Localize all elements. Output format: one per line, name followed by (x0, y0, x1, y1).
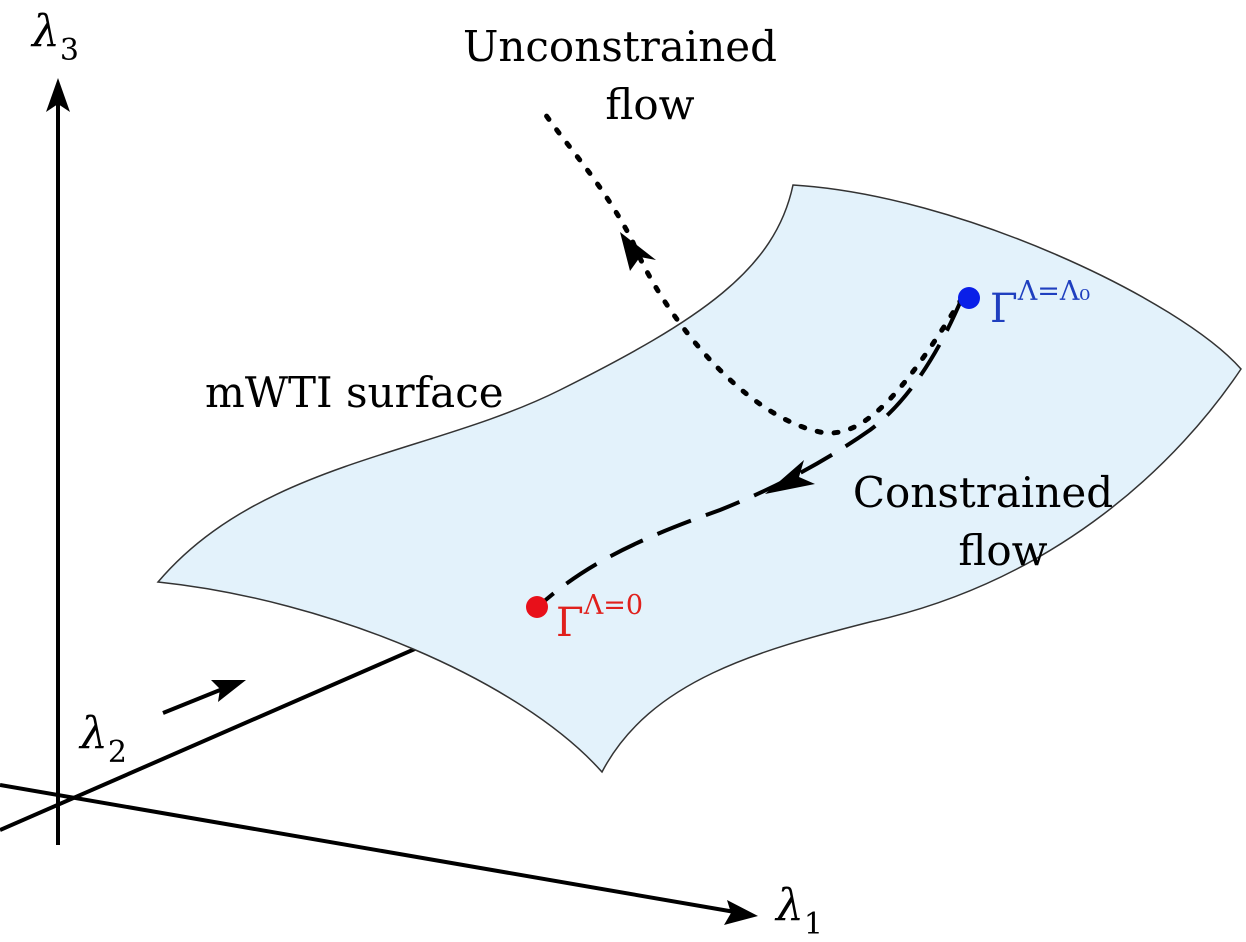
lambda3-arrowhead (46, 78, 70, 112)
lambda3-symbol: λ (32, 6, 60, 57)
unconstrained-flow-arrowhead (620, 232, 656, 271)
end-point-label: ΓΛ=0 (556, 592, 643, 643)
lambda1-axis (0, 783, 736, 914)
mwti-surface (156, 184, 1242, 774)
end-point-marker (526, 596, 548, 618)
constrained-flow-label: Constrained flow (838, 472, 1128, 572)
end-point-symbol: Γ (556, 600, 584, 646)
lambda3-index: 3 (59, 33, 79, 68)
lambda1-symbol: λ (776, 880, 804, 931)
constrained-line2: flow (958, 526, 1048, 575)
end-point-superscript: Λ=0 (583, 590, 644, 621)
lambda1-index: 1 (803, 907, 823, 942)
lambda3-label: λ3 (32, 10, 79, 66)
lambda1-arrowhead (724, 900, 758, 925)
start-point-label: ΓΛ=Λ₀ (990, 278, 1090, 329)
unconstrained-flow-label: Unconstrained flow (450, 26, 790, 126)
constrained-flow-arrowhead (765, 460, 815, 494)
lambda2-index: 2 (107, 735, 127, 770)
lambda2-symbol: λ (80, 708, 108, 759)
lambda1-label: λ1 (776, 884, 823, 940)
unconstrained-flow-path (540, 108, 965, 436)
lambda2-direction-arrow (162, 684, 231, 715)
lambda2-direction-arrowhead (211, 680, 246, 702)
lambda2-axis (0, 636, 441, 832)
constrained-line1: Constrained (852, 468, 1114, 517)
unconstrained-line2: flow (605, 80, 695, 129)
surface-label: mWTI surface (205, 368, 504, 417)
unconstrained-line1: Unconstrained (462, 22, 778, 71)
start-point-superscript: Λ=Λ₀ (1017, 276, 1091, 307)
start-point-symbol: Γ (990, 286, 1018, 332)
start-point-marker (958, 287, 980, 309)
lambda2-label: λ2 (80, 712, 127, 768)
